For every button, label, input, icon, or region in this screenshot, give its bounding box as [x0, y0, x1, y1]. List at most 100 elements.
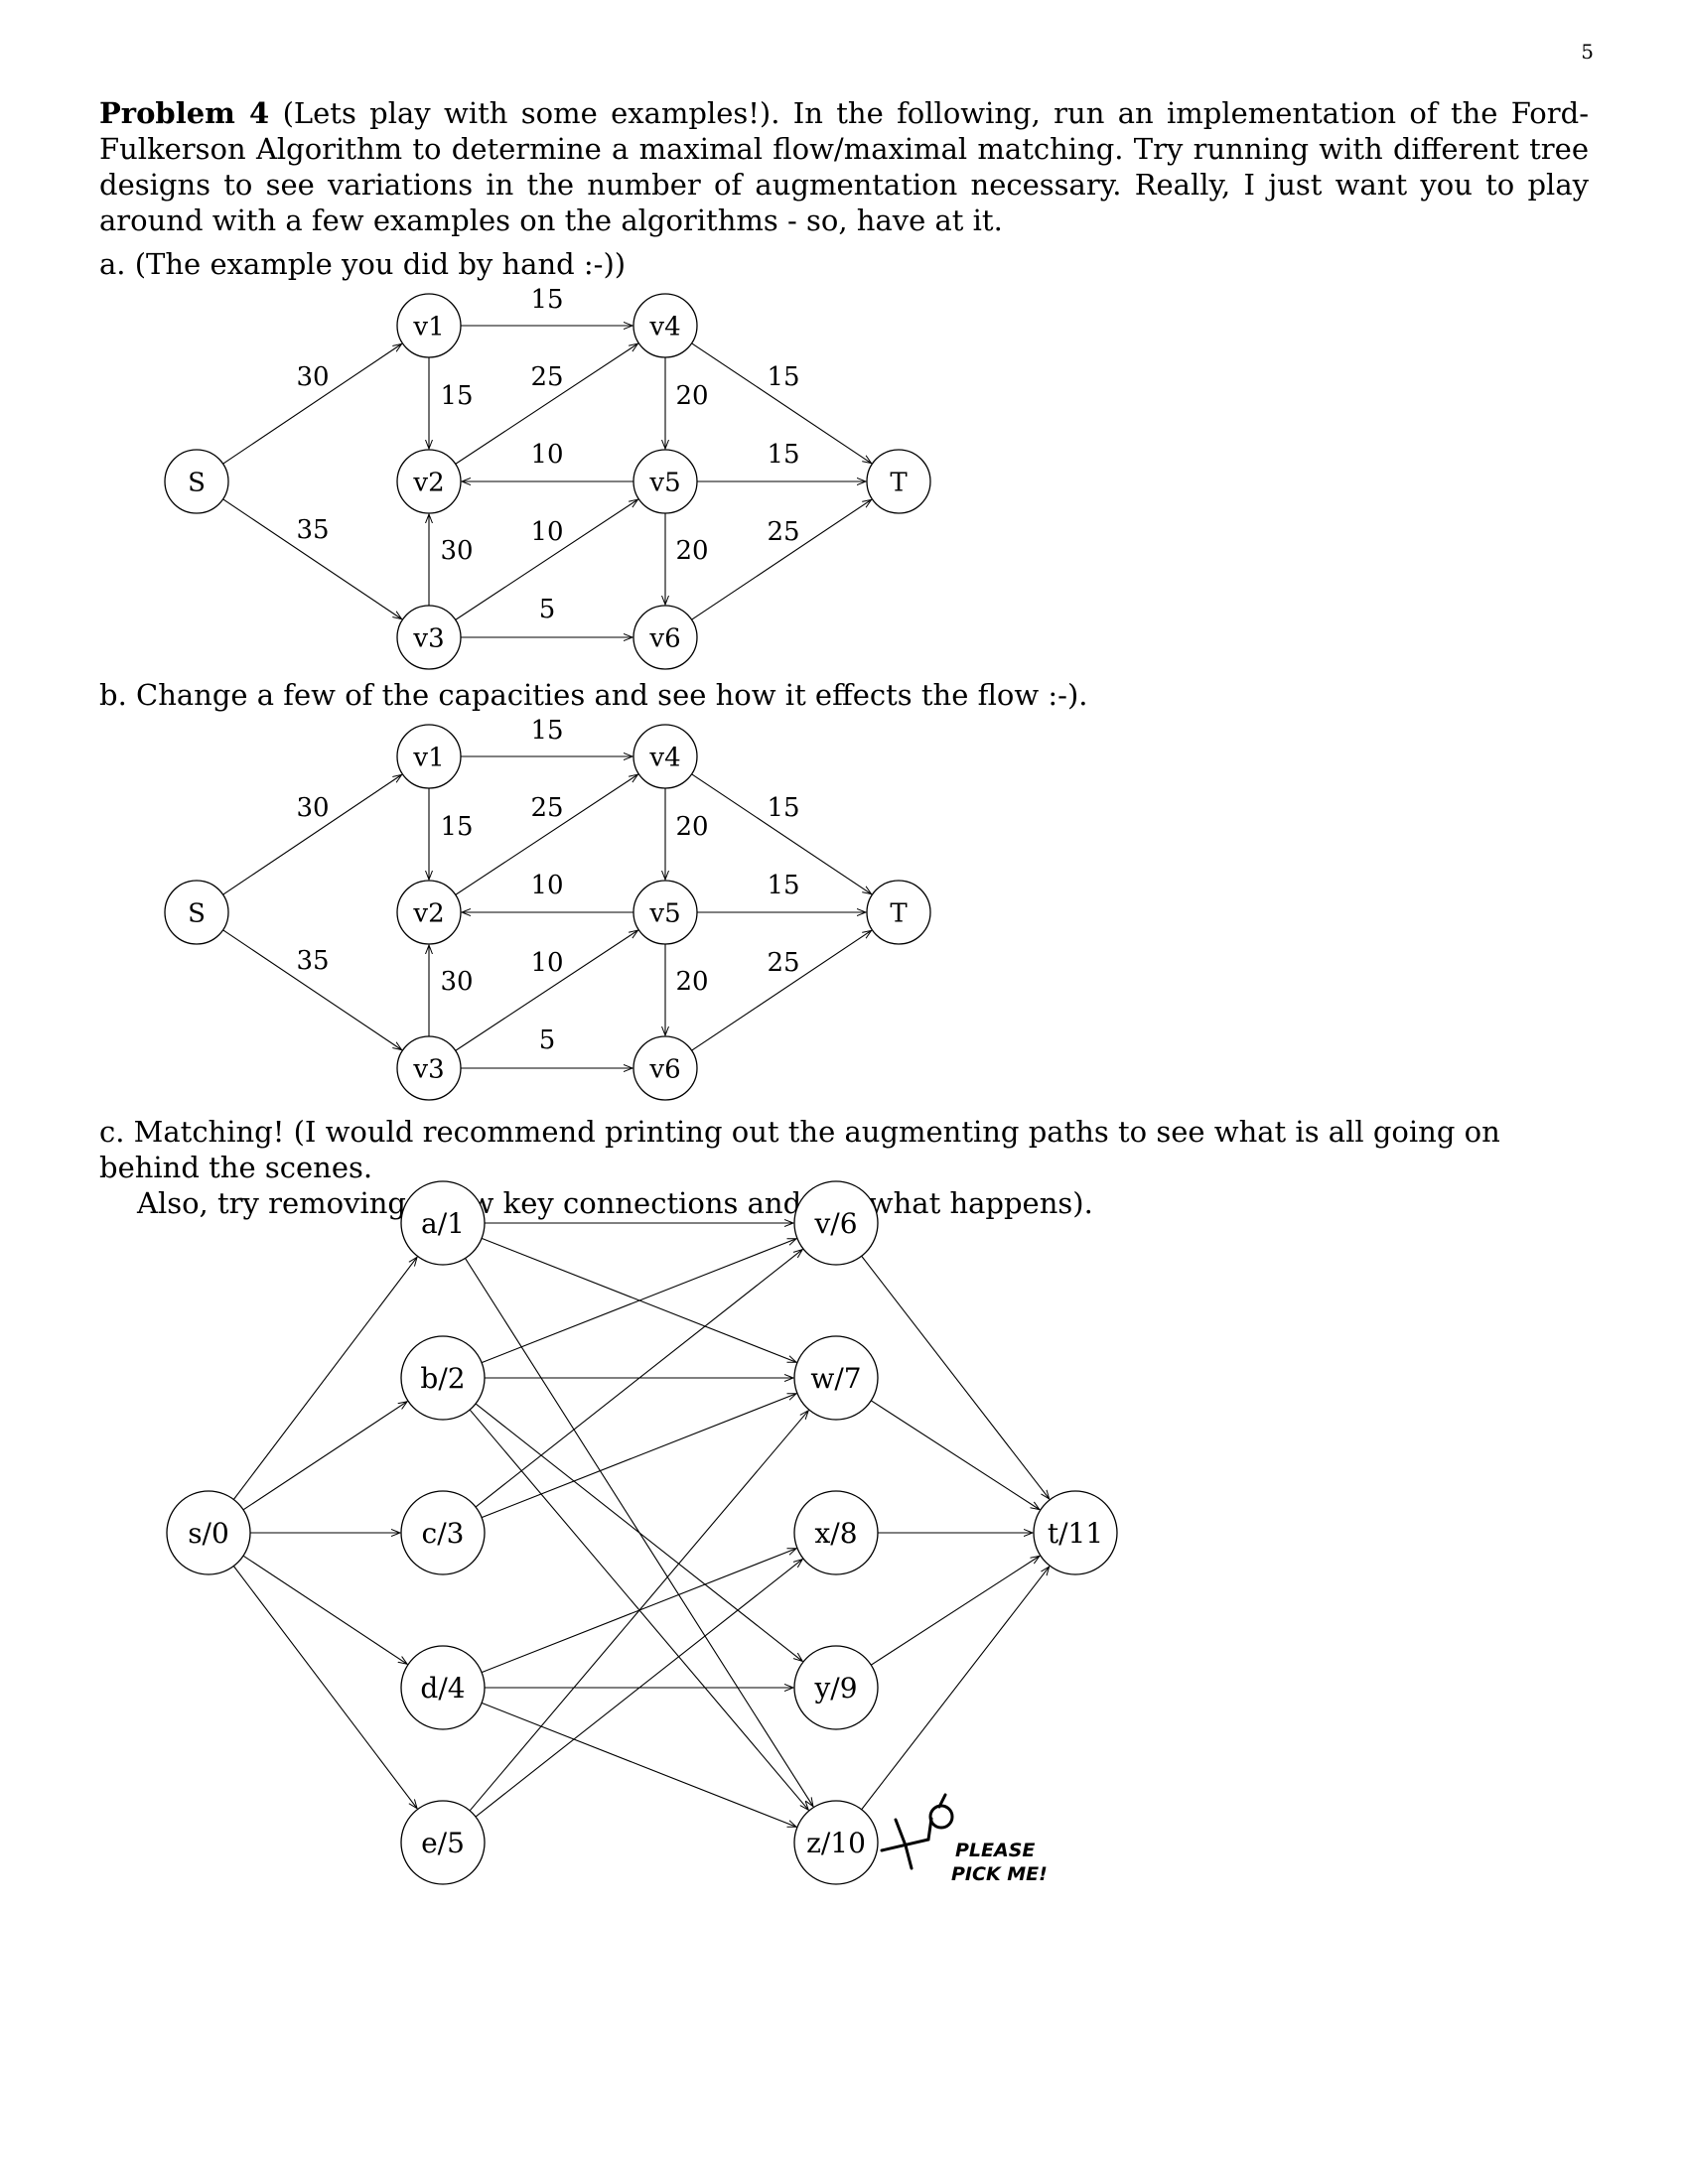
node-v1: v1 — [396, 724, 462, 789]
node-z-label: z/10 — [806, 1827, 866, 1859]
node-v2: v2 — [396, 449, 462, 514]
node-S: S — [164, 880, 229, 945]
node-x-label: x/8 — [814, 1517, 857, 1550]
node-v6-label: v6 — [648, 623, 680, 653]
edge-v2-v4 — [455, 343, 638, 465]
node-v4: v4 — [633, 724, 698, 789]
node-v: v/6 — [793, 1180, 879, 1266]
node-T: T — [866, 449, 931, 514]
edge-s-b — [242, 1402, 407, 1511]
node-v2: v2 — [396, 880, 462, 945]
node-v3-label: v3 — [412, 623, 444, 653]
capacity-label-v5-v2: 10 — [530, 871, 563, 900]
node-y-label: y/9 — [813, 1672, 857, 1705]
edge-e-w — [469, 1411, 808, 1812]
node-v5: v5 — [633, 449, 698, 514]
edge-v6-T — [691, 499, 872, 620]
edge-v3-v5 — [455, 930, 638, 1051]
capacity-label-S-v1: 30 — [296, 362, 329, 392]
node-b: b/2 — [400, 1335, 486, 1421]
node-S-label: S — [188, 468, 206, 497]
handwritten-note: PLEASE PICK ME! — [880, 1793, 1048, 1885]
edge-d-z — [481, 1702, 796, 1828]
node-v4-label: v4 — [648, 312, 680, 341]
part-a-label: a. (The example you did by hand :-)) — [99, 247, 627, 281]
note-line2: PICK ME! — [951, 1863, 1048, 1885]
edge-S-v1 — [222, 343, 402, 465]
edge-s-d — [242, 1555, 407, 1664]
node-z: z/10 — [793, 1800, 879, 1885]
matching-graph: s/0 a/1 b/2 c/3 d/4 e/5 v/6 w/7 x/8 y/9 z/10 t/11 P… — [166, 1180, 1118, 1885]
node-v1-label: v1 — [412, 312, 444, 341]
node-v4-label: v4 — [648, 743, 680, 772]
capacity-label-v2-v4: 25 — [530, 793, 563, 823]
capacity-label-v4-T: 15 — [767, 793, 799, 823]
capacity-label-S-v3: 35 — [296, 946, 329, 976]
node-v1: v1 — [396, 293, 462, 358]
edge-z-t — [861, 1567, 1050, 1811]
node-t: t/11 — [1033, 1490, 1118, 1575]
edge-c-v — [475, 1250, 802, 1508]
node-v6: v6 — [633, 605, 698, 670]
node-v4: v4 — [633, 293, 698, 358]
node-v6: v6 — [633, 1035, 698, 1101]
capacity-label-v3-v6: 5 — [539, 595, 556, 624]
capacity-label-v1-v4: 15 — [530, 285, 563, 315]
capacity-label-v5-v6: 20 — [675, 967, 708, 997]
node-d-label: d/4 — [420, 1672, 465, 1705]
node-v6-label: v6 — [648, 1054, 680, 1084]
node-w: w/7 — [793, 1335, 879, 1421]
node-S-label: S — [188, 898, 206, 928]
node-v3: v3 — [396, 605, 462, 670]
part-c-label: c. Matching! (I would recommend printing… — [99, 1114, 1589, 1221]
node-T: T — [866, 880, 931, 945]
capacity-label-v4-v5: 20 — [675, 381, 708, 411]
node-v3: v3 — [396, 1035, 462, 1101]
problem-subtitle: (Lets play with some examples!). — [282, 96, 780, 130]
node-T-label: T — [890, 898, 908, 928]
node-x: x/8 — [793, 1490, 879, 1575]
node-e: e/5 — [400, 1800, 486, 1885]
node-a: a/1 — [400, 1180, 486, 1266]
node-a-label: a/1 — [421, 1207, 465, 1240]
capacity-label-v1-v2: 15 — [440, 381, 473, 411]
edge-v4-T — [691, 773, 872, 894]
capacity-label-v3-v5: 10 — [530, 517, 563, 547]
capacity-label-v3-v2: 30 — [440, 536, 473, 566]
capacity-label-v5-T: 15 — [767, 440, 799, 470]
edge-y-t — [870, 1556, 1040, 1666]
edge-S-v3 — [222, 929, 402, 1050]
node-v5-label: v5 — [648, 468, 680, 497]
node-v2-label: v2 — [412, 898, 444, 928]
page-number: 5 — [1581, 40, 1594, 64]
edge-v6-T — [691, 930, 872, 1051]
node-v1-label: v1 — [412, 743, 444, 772]
node-c: c/3 — [400, 1490, 486, 1575]
node-v3-label: v3 — [412, 1054, 444, 1084]
problem-body: In the following, run an implementation … — [99, 96, 1589, 237]
node-t-label: t/11 — [1048, 1517, 1103, 1550]
problem-statement: Problem 4 (Lets play with some examples!… — [99, 95, 1589, 238]
edge-S-v3 — [222, 498, 402, 619]
capacity-label-v3-v5: 10 — [530, 948, 563, 978]
part-c-line1: c. Matching! (I would recommend printing… — [99, 1115, 1500, 1184]
edge-w-t — [870, 1400, 1040, 1510]
node-w-label: w/7 — [810, 1362, 861, 1395]
capacity-label-v1-v2: 15 — [440, 812, 473, 842]
part-c-line2: Also, try removing a few key connections… — [137, 1186, 1093, 1220]
capacity-label-v4-T: 15 — [767, 362, 799, 392]
capacity-label-v3-v6: 5 — [539, 1025, 556, 1055]
node-v5-label: v5 — [648, 898, 680, 928]
flow-graph-b: 303515152510301052015152025Sv1v2v3v4v5v6… — [164, 716, 931, 1101]
edge-b-v — [481, 1238, 796, 1364]
capacity-label-v4-v5: 20 — [675, 812, 708, 842]
node-s: s/0 — [166, 1490, 251, 1575]
edge-v-t — [861, 1255, 1050, 1499]
capacity-label-v5-T: 15 — [767, 871, 799, 900]
note-line1: PLEASE — [955, 1840, 1035, 1861]
edge-v2-v4 — [455, 774, 638, 895]
capacity-label-S-v1: 30 — [296, 793, 329, 823]
node-d: d/4 — [400, 1645, 486, 1730]
node-T-label: T — [890, 468, 908, 497]
node-b-label: b/2 — [420, 1362, 465, 1395]
